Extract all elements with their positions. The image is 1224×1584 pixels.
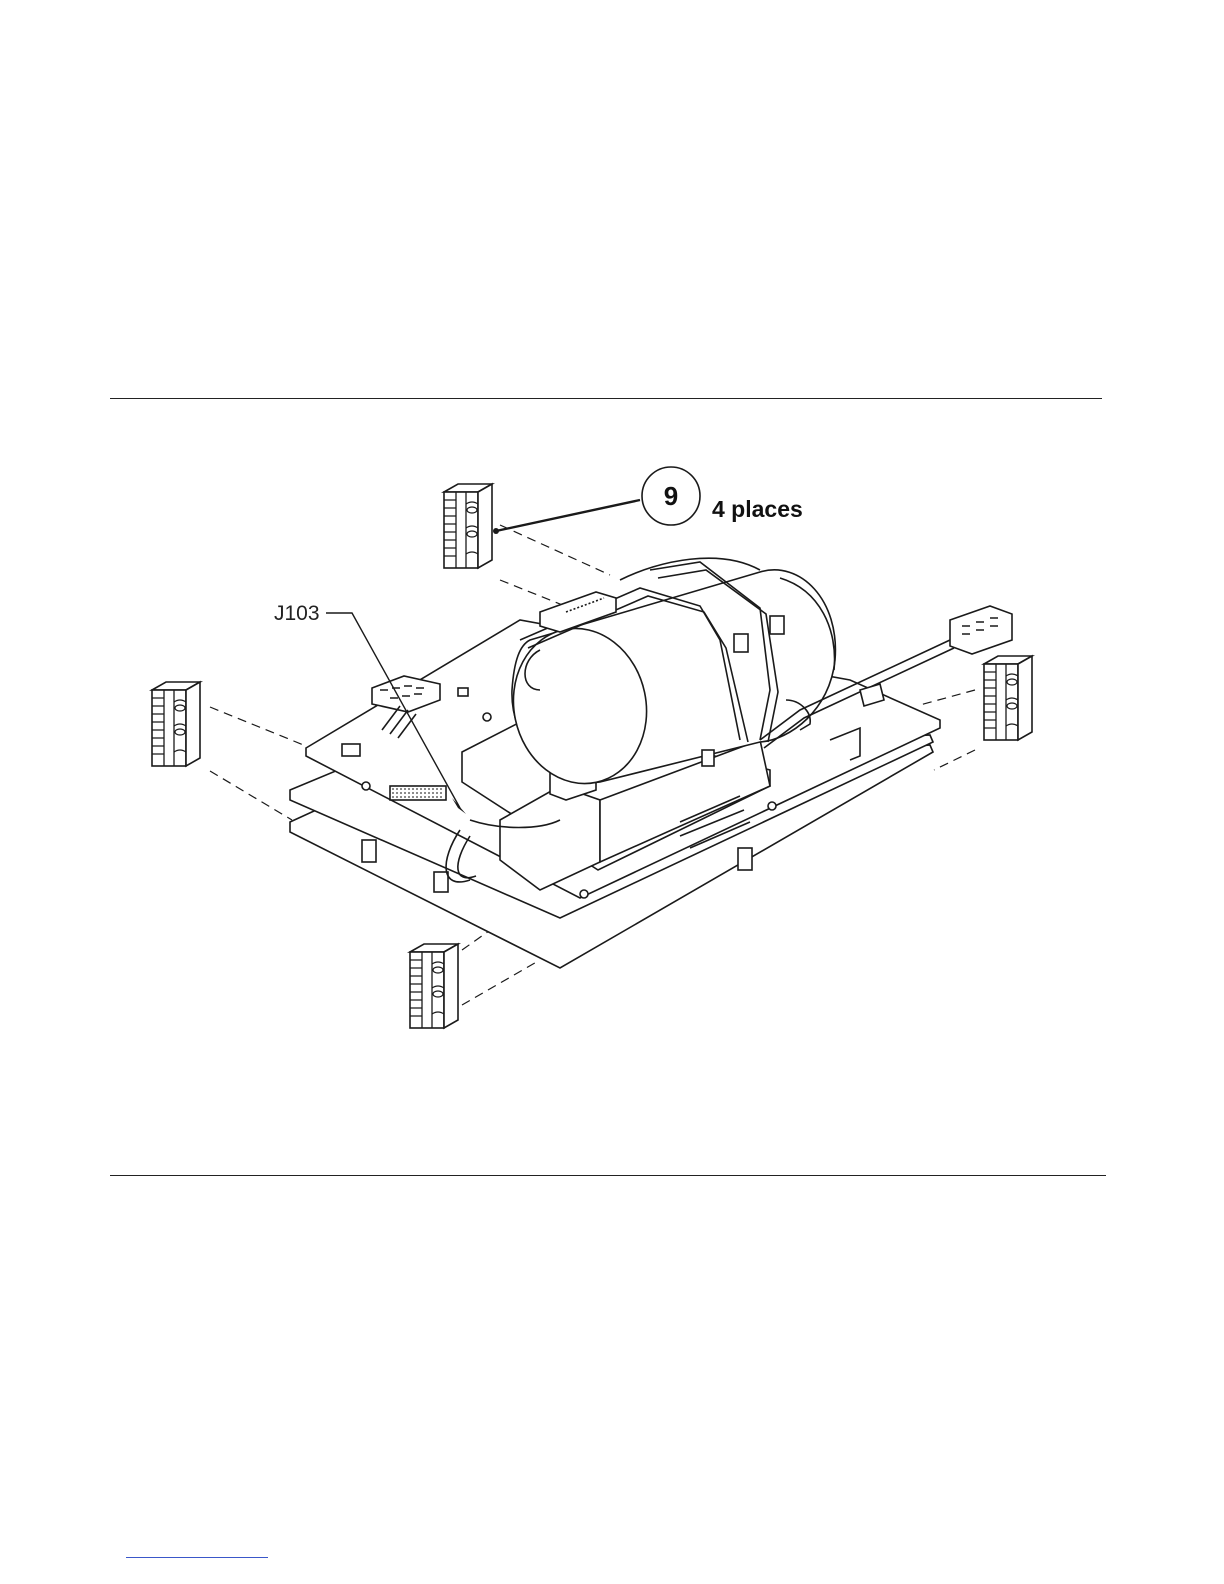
foot-left xyxy=(152,682,200,766)
callout-leader xyxy=(496,500,640,531)
foot-top xyxy=(444,484,492,568)
foot-bottom xyxy=(410,944,458,1028)
bottom-rule xyxy=(110,1175,1106,1176)
footer-link-underline xyxy=(126,1557,268,1558)
foot-right xyxy=(984,656,1032,740)
callout-number: 9 xyxy=(664,481,678,511)
j103-label: J103 xyxy=(274,602,320,625)
callout-quantity: 4 places xyxy=(712,496,803,522)
